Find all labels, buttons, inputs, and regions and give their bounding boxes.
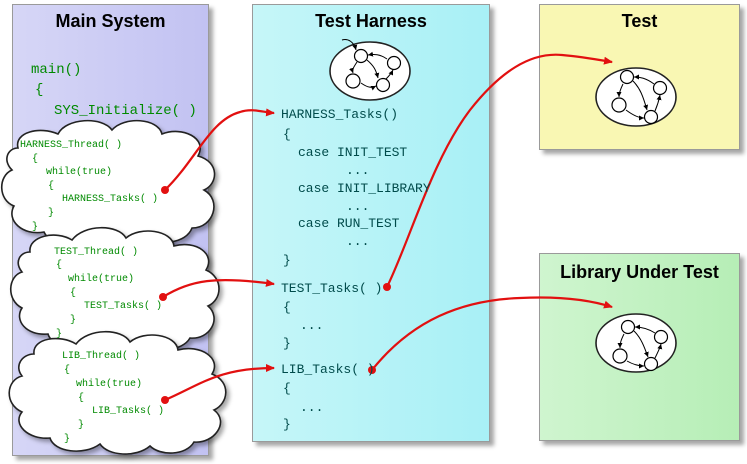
harness-thread-label: HARNESS_Thread( )	[20, 140, 123, 151]
lib-thread-open2: {	[78, 393, 85, 404]
test-thread-cloud	[9, 227, 220, 351]
sys-initialize-call: SYS_Initialize( )	[54, 103, 197, 119]
main-open-brace: {	[35, 82, 44, 98]
lib-tasks-close: }	[283, 417, 291, 432]
test-thread-close1: }	[56, 329, 63, 340]
test-state-machine	[595, 67, 677, 127]
harness-state-machine	[329, 39, 411, 101]
lib-tasks-open: {	[283, 381, 291, 396]
lib-thread-label: LIB_Thread( )	[62, 351, 141, 362]
case-init-test: case INIT_TEST	[298, 145, 408, 160]
case-init-library-dots: ...	[346, 199, 370, 214]
case-init-library: case INIT_LIBRARY	[298, 181, 431, 196]
lib-tasks-dots: ...	[300, 400, 324, 415]
library-state-machine	[595, 313, 677, 373]
harness-thread-close1: }	[32, 222, 39, 233]
harness-tasks-function: HARNESS_Tasks()	[281, 107, 399, 122]
test-tasks-dots: ...	[300, 318, 324, 333]
test-thread-close2: }	[70, 315, 77, 326]
test-thread-loop: while(true)	[68, 274, 135, 285]
case-run-test-dots: ...	[346, 234, 370, 249]
test-tasks-open: {	[283, 300, 291, 315]
harness-thread-open2: {	[48, 181, 55, 192]
lib-thread-loop: while(true)	[76, 379, 143, 390]
lib-thread-close2: }	[78, 420, 85, 431]
harness-tasks-close: }	[283, 253, 291, 268]
lib-thread-cloud	[8, 331, 227, 455]
call-arrows	[159, 53, 613, 404]
harness-thread-loop: while(true)	[46, 167, 113, 178]
lib-tasks-function: LIB_Tasks( )	[281, 362, 375, 377]
case-init-test-dots: ...	[346, 163, 370, 178]
lib-thread-close1: }	[64, 434, 71, 445]
test-harness-title: Test Harness	[315, 11, 427, 31]
library-under-test-title: Library Under Test	[560, 262, 719, 282]
lib-thread-open1: {	[64, 365, 71, 376]
harness-tasks-call: HARNESS_Tasks( )	[62, 194, 159, 205]
test-thread-open2: {	[70, 288, 77, 299]
test-thread-label: TEST_Thread( )	[54, 247, 139, 258]
main-function: main()	[31, 62, 82, 78]
case-run-test: case RUN_TEST	[298, 216, 400, 231]
test-tasks-function: TEST_Tasks( )	[281, 281, 383, 296]
test-thread-open1: {	[56, 260, 63, 271]
harness-thread-open1: {	[32, 154, 39, 165]
main-system-title: Main System	[55, 11, 166, 31]
harness-thread-cloud	[0, 119, 216, 247]
harness-thread-close2: }	[48, 208, 55, 219]
test-title: Test	[621, 11, 658, 31]
lib-tasks-call: LIB_Tasks( )	[92, 406, 165, 417]
test-tasks-call: TEST_Tasks( )	[84, 301, 163, 312]
harness-tasks-open: {	[283, 127, 291, 142]
test-tasks-close: }	[283, 336, 291, 351]
